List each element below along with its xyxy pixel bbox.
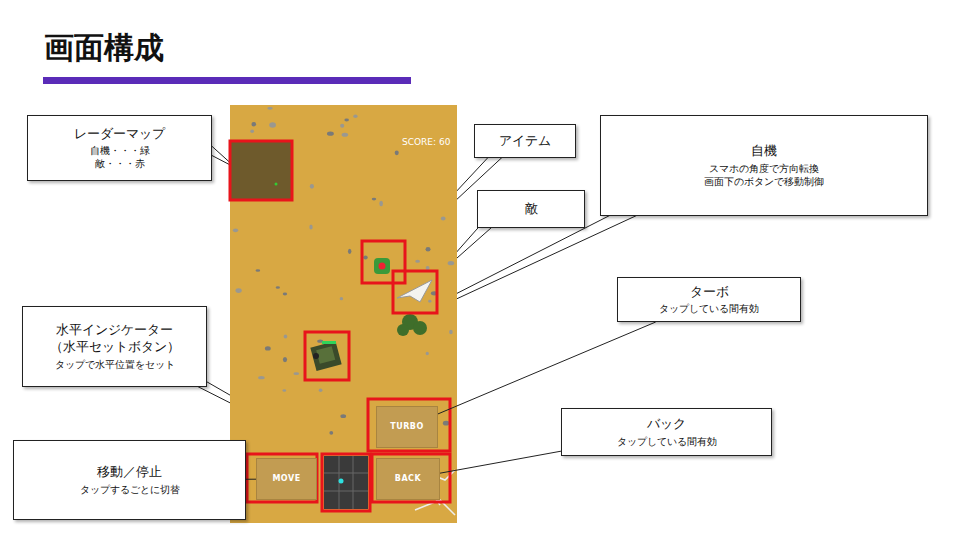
bush bbox=[397, 314, 427, 336]
rock bbox=[395, 150, 399, 155]
rock bbox=[340, 124, 344, 128]
back-button: BACK bbox=[376, 458, 440, 500]
node-body: タップしている間有効 bbox=[659, 302, 759, 315]
enemy-callout: 敵 bbox=[477, 190, 585, 228]
level-callout: 水平インジケーター （水平セットボタン） タップで水平位置をセット bbox=[22, 306, 207, 387]
radar-map bbox=[230, 141, 292, 200]
rock bbox=[327, 132, 334, 136]
node-heading: BACK bbox=[395, 474, 421, 484]
rock bbox=[379, 201, 383, 206]
node-body: タップしている間有効 bbox=[617, 435, 717, 448]
rock bbox=[233, 228, 238, 232]
rock bbox=[250, 130, 254, 133]
rock bbox=[348, 249, 351, 254]
rock bbox=[267, 107, 272, 110]
game-screen bbox=[230, 105, 457, 523]
rock bbox=[276, 286, 280, 288]
rock bbox=[344, 118, 349, 121]
item-callout: アイテム bbox=[474, 124, 576, 158]
turbo-callout: ターボタップしている間有効 bbox=[617, 277, 801, 322]
level-indicator bbox=[324, 456, 368, 509]
rock bbox=[256, 269, 261, 271]
node-heading: 自機 bbox=[751, 143, 777, 160]
rock bbox=[284, 334, 288, 338]
rock bbox=[310, 184, 314, 189]
rock bbox=[283, 357, 287, 362]
rock bbox=[342, 133, 349, 137]
rock bbox=[353, 114, 357, 117]
node-heading: ターボ bbox=[690, 284, 729, 301]
leader-line bbox=[438, 322, 656, 414]
rock bbox=[293, 372, 299, 375]
node-body: タップするごとに切替 bbox=[80, 483, 180, 496]
rock bbox=[443, 421, 449, 426]
node-body: タップで水平位置をセット bbox=[55, 358, 175, 371]
rock bbox=[235, 288, 241, 293]
rock bbox=[363, 255, 368, 259]
node-heading: アイテム bbox=[499, 133, 551, 150]
rock bbox=[319, 389, 323, 392]
turbo-button: TURBO bbox=[376, 406, 438, 448]
radar-self-dot bbox=[275, 183, 278, 186]
node-body: スマホの角度で方向転換 画面下のボタンで移動制御 bbox=[689, 162, 839, 188]
rock bbox=[372, 198, 376, 201]
rock bbox=[258, 376, 265, 379]
leader-line bbox=[246, 479, 256, 480]
node-heading: レーダーマップ bbox=[74, 126, 165, 143]
score-text: SCORE: 60 bbox=[402, 137, 450, 147]
rock bbox=[309, 224, 312, 229]
rock bbox=[282, 389, 286, 392]
rock bbox=[340, 297, 343, 300]
move-button: MOVE bbox=[256, 458, 317, 500]
move-callout: 移動／停止タップするごとに切替 bbox=[13, 440, 246, 520]
player-tank bbox=[310, 341, 341, 371]
rock bbox=[415, 260, 420, 263]
node-heading: MOVE bbox=[272, 474, 300, 484]
rock bbox=[426, 247, 431, 252]
node-heading: 移動／停止 bbox=[97, 464, 162, 481]
page-title: 画面構成 bbox=[44, 28, 164, 69]
rock bbox=[269, 122, 276, 127]
rock bbox=[449, 330, 453, 334]
rock bbox=[441, 217, 446, 221]
title-underline bbox=[43, 77, 411, 84]
rock bbox=[426, 352, 429, 356]
item-icon bbox=[374, 258, 390, 274]
node-heading: 敵 bbox=[525, 201, 538, 218]
radar-callout: レーダーマップ自機・・・緑 敵・・・赤 bbox=[27, 115, 212, 181]
leader-line bbox=[440, 451, 561, 473]
back-callout: バックタップしている間有効 bbox=[561, 408, 772, 456]
rock bbox=[251, 122, 256, 126]
item-heart bbox=[379, 263, 386, 270]
rock bbox=[448, 261, 454, 265]
node-heading: TURBO bbox=[390, 422, 424, 432]
node-heading: 水平インジケーター （水平セットボタン） bbox=[45, 322, 185, 356]
rock bbox=[340, 414, 346, 418]
player-callout: 自機スマホの角度で方向転換 画面下のボタンで移動制御 bbox=[600, 115, 928, 216]
highlight-frames bbox=[230, 141, 450, 511]
node-body: 自機・・・緑 敵・・・赤 bbox=[75, 144, 165, 170]
rock bbox=[283, 293, 287, 296]
rock bbox=[329, 431, 333, 435]
rock bbox=[428, 300, 431, 303]
rock bbox=[265, 346, 271, 350]
node-heading: バック bbox=[647, 416, 686, 433]
